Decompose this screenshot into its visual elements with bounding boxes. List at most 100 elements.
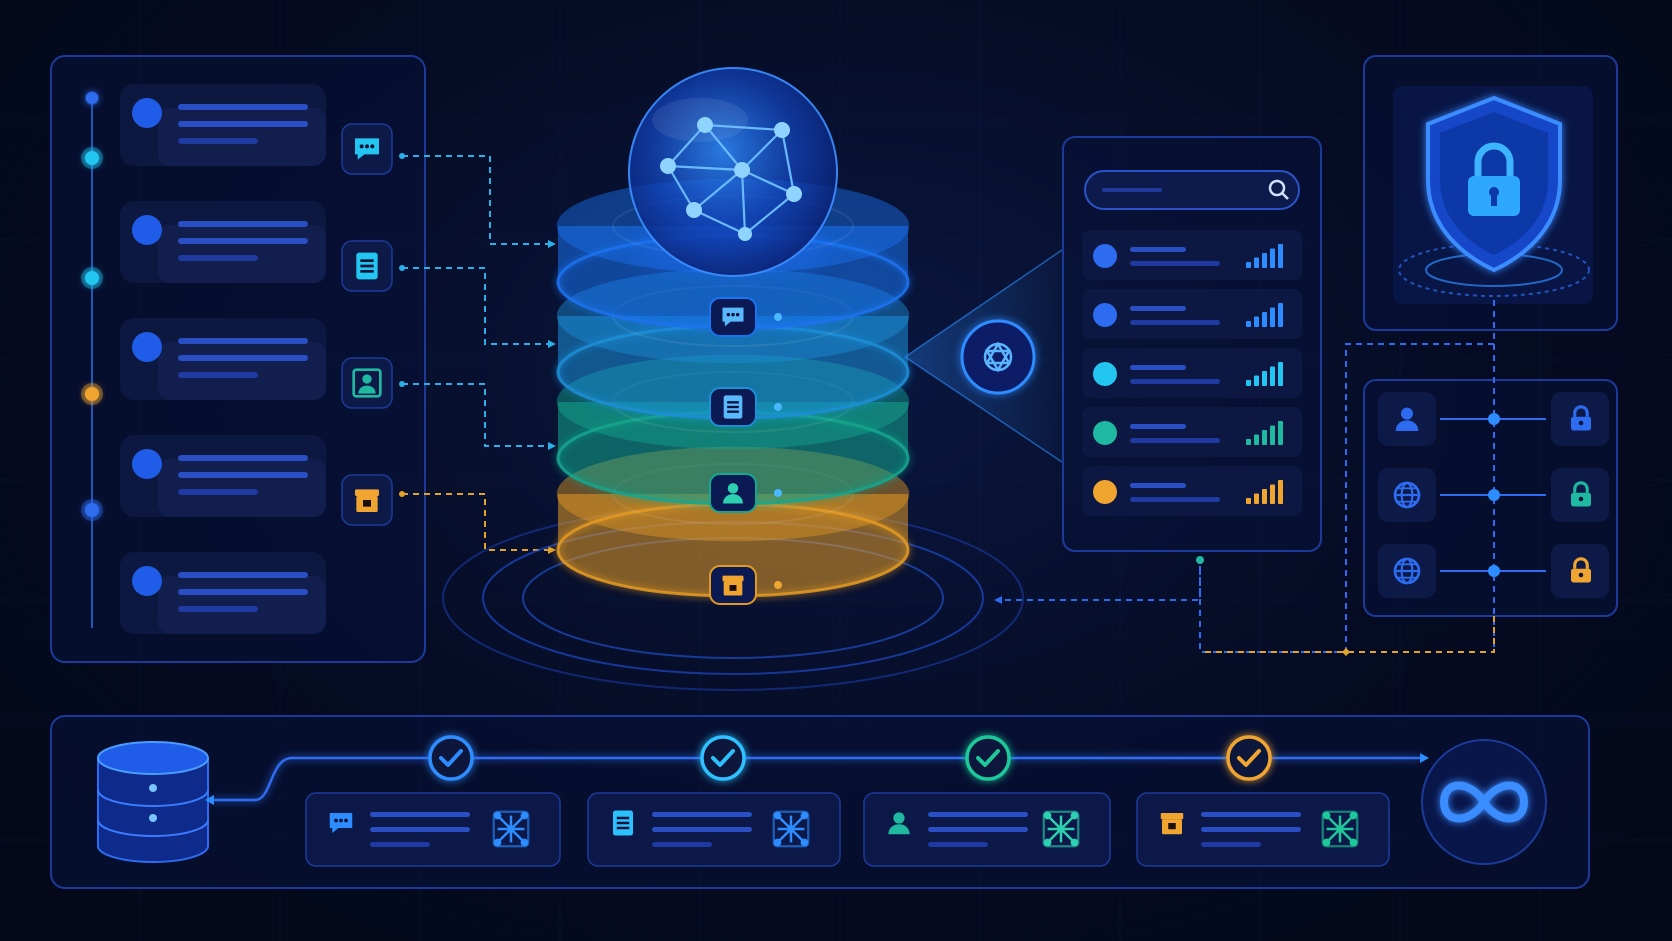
list-card-back xyxy=(158,459,326,517)
avatar xyxy=(132,566,162,596)
timeline-node xyxy=(85,271,99,285)
document-icon xyxy=(356,252,378,280)
text-line xyxy=(928,812,1028,817)
left-timeline-panel xyxy=(50,55,426,663)
layer-side xyxy=(558,402,908,504)
search-beam xyxy=(895,249,1063,463)
text-line xyxy=(370,812,470,817)
pipeline-step[interactable] xyxy=(1136,735,1390,867)
timeline-item[interactable] xyxy=(81,267,393,409)
search-input[interactable] xyxy=(1084,170,1300,210)
text-line xyxy=(1130,261,1220,266)
check-icon xyxy=(1226,735,1272,781)
timeline-node xyxy=(85,151,99,165)
avatar xyxy=(132,449,162,479)
text-line xyxy=(370,827,470,832)
text-line xyxy=(178,255,258,261)
signal-icon xyxy=(1246,421,1283,445)
access-row[interactable] xyxy=(1378,544,1609,598)
text-line xyxy=(1130,320,1220,325)
text-line xyxy=(178,589,308,595)
layer-side xyxy=(558,494,908,596)
timeline-item[interactable] xyxy=(81,147,393,292)
text-line xyxy=(1201,827,1301,832)
network-icon xyxy=(772,810,810,848)
text-line xyxy=(370,842,430,847)
check-mark xyxy=(711,749,735,767)
infinity-icon xyxy=(1421,739,1547,865)
status-dot xyxy=(1093,244,1117,268)
text-line xyxy=(1130,247,1186,252)
text-line xyxy=(178,455,308,461)
text-line xyxy=(928,842,988,847)
text-line xyxy=(178,338,308,344)
status-dot xyxy=(1093,421,1117,445)
list-item[interactable] xyxy=(1082,230,1302,280)
search-icon[interactable] xyxy=(1268,179,1289,200)
text-line xyxy=(178,606,258,612)
text-line xyxy=(1130,438,1220,443)
left-connectors xyxy=(399,153,556,554)
check-icon xyxy=(428,735,474,781)
text-line xyxy=(178,355,308,361)
text-line xyxy=(652,812,752,817)
access-control-panel xyxy=(1199,300,1618,653)
timeline-item[interactable] xyxy=(81,499,326,634)
access-node xyxy=(1488,413,1500,425)
layer-indicator xyxy=(774,403,782,411)
archive-icon xyxy=(355,489,379,512)
text-line xyxy=(1130,365,1186,370)
list-card-back xyxy=(158,342,326,400)
network-icon xyxy=(1042,810,1080,848)
document-icon xyxy=(613,810,633,836)
timeline-item[interactable] xyxy=(85,84,393,175)
access-row[interactable] xyxy=(1378,468,1609,522)
text-line xyxy=(1130,306,1186,311)
text-line xyxy=(1130,379,1220,384)
list-item[interactable] xyxy=(1082,407,1302,457)
layer-indicator xyxy=(774,313,782,321)
text-line xyxy=(928,827,1028,832)
data-layer-stack xyxy=(442,67,1024,691)
text-line xyxy=(652,842,712,847)
timeline-node xyxy=(85,387,99,401)
list-card-back xyxy=(158,108,326,166)
check-icon xyxy=(965,735,1011,781)
database-icon xyxy=(97,741,209,863)
pipeline-step[interactable] xyxy=(587,735,841,867)
list-item[interactable] xyxy=(1082,466,1302,516)
layer-indicator xyxy=(774,489,782,497)
network-icon xyxy=(1321,810,1359,848)
shield-lock-icon xyxy=(1426,95,1562,273)
timeline-node xyxy=(86,92,98,104)
timeline-item[interactable] xyxy=(81,383,393,526)
text-line xyxy=(1201,842,1261,847)
network-icon xyxy=(492,810,530,848)
list-card-back xyxy=(158,225,326,283)
text-line xyxy=(178,138,258,144)
document-icon xyxy=(723,395,743,419)
timeline-node xyxy=(85,503,99,517)
text-line xyxy=(178,221,308,227)
access-node xyxy=(1488,489,1500,501)
list-card-back xyxy=(158,576,326,634)
search-results-panel xyxy=(1062,136,1322,552)
archive-icon xyxy=(722,575,744,596)
signal-icon xyxy=(1246,244,1283,268)
pipeline-step[interactable] xyxy=(863,735,1111,867)
text-line xyxy=(178,104,308,110)
signal-icon xyxy=(1246,303,1283,327)
text-line xyxy=(178,238,308,244)
layer-side xyxy=(558,316,908,418)
list-item[interactable] xyxy=(1082,289,1302,339)
avatar xyxy=(132,98,162,128)
list-item[interactable] xyxy=(1082,348,1302,398)
status-dot xyxy=(1093,303,1117,327)
access-row[interactable] xyxy=(1378,392,1609,446)
network-hub-icon xyxy=(983,341,1013,373)
pipeline-panel xyxy=(50,715,1590,889)
pipeline-step[interactable] xyxy=(305,735,561,867)
archive-icon xyxy=(1160,813,1184,835)
text-line xyxy=(178,472,308,478)
